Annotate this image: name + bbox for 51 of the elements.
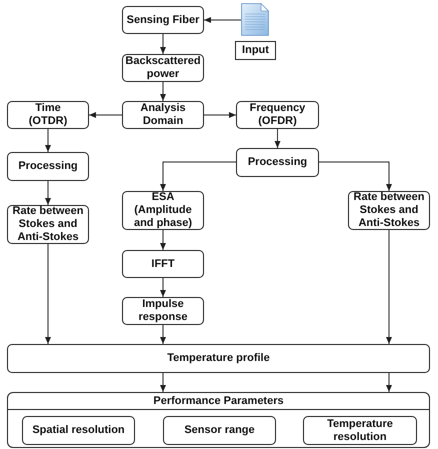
box-label: Analysis Domain bbox=[139, 102, 187, 128]
box-label: Processing bbox=[17, 160, 79, 173]
box-label: Frequency (OFDR) bbox=[248, 102, 306, 128]
parameter-box bbox=[303, 416, 417, 445]
arrow bbox=[45, 244, 51, 344]
box-label: Sensing Fiber bbox=[126, 14, 200, 26]
arrow bbox=[204, 112, 236, 118]
process-box bbox=[7, 101, 89, 129]
input-box bbox=[235, 41, 276, 60]
box-label: IFFT bbox=[150, 258, 176, 270]
process-box bbox=[122, 297, 204, 325]
arrow bbox=[386, 372, 392, 392]
box-label: ESA (Amplitude and phase) bbox=[132, 191, 194, 230]
box-label: Input bbox=[241, 44, 270, 57]
arrow bbox=[160, 82, 166, 102]
arrow bbox=[160, 278, 166, 298]
box-label: Spatial resolution bbox=[31, 424, 126, 437]
arrow bbox=[160, 230, 166, 250]
document-icon bbox=[241, 3, 269, 36]
arrow bbox=[160, 34, 166, 54]
parameter-box bbox=[163, 416, 276, 445]
box-label: Time (OTDR) bbox=[28, 102, 68, 128]
arrow bbox=[274, 128, 280, 148]
process-box bbox=[122, 250, 204, 278]
process-box bbox=[236, 148, 319, 177]
box-label: Rate between Stokes and Anti-Stokes bbox=[352, 191, 426, 230]
arrow bbox=[160, 324, 166, 344]
box-label: Temperature resolution bbox=[326, 418, 394, 444]
parameter-panel bbox=[7, 392, 430, 448]
process-box bbox=[7, 344, 430, 373]
arrow bbox=[204, 17, 242, 23]
panel-title: Performance Parameters bbox=[152, 395, 285, 408]
parameter-box bbox=[22, 416, 135, 445]
box-label: Sensor range bbox=[183, 424, 256, 437]
process-box bbox=[236, 101, 319, 129]
box-label: Processing bbox=[246, 156, 308, 169]
arrow bbox=[45, 128, 51, 152]
box-label: Impulse response bbox=[138, 298, 188, 324]
process-box bbox=[122, 101, 204, 129]
box-label: Temperature profile bbox=[166, 352, 271, 365]
process-box bbox=[122, 191, 204, 230]
arrow bbox=[160, 162, 236, 192]
arrow bbox=[386, 230, 392, 344]
box-label: Rate between Stokes and Anti-Stokes bbox=[12, 205, 84, 244]
arrow bbox=[88, 112, 122, 118]
process-box bbox=[122, 6, 204, 34]
arrow bbox=[318, 162, 392, 192]
arrow bbox=[45, 180, 51, 206]
arrow bbox=[160, 372, 166, 392]
process-box bbox=[7, 152, 89, 181]
box-label: Backscattered power bbox=[124, 55, 202, 81]
